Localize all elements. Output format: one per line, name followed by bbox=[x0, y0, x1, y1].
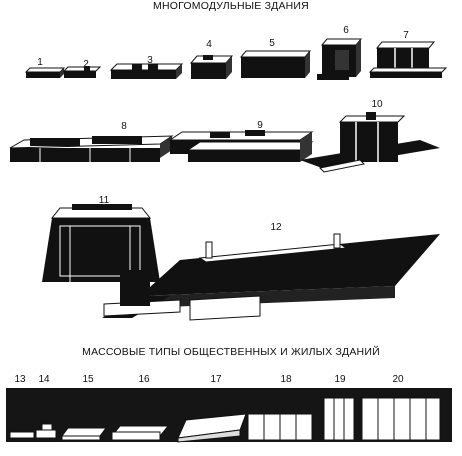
figure-number-1: 1 bbox=[37, 57, 43, 68]
building-4 bbox=[189, 55, 234, 79]
figure-number-18: 18 bbox=[280, 374, 292, 385]
building-9 bbox=[168, 130, 314, 162]
figure-number-17: 17 bbox=[210, 374, 222, 385]
figure-number-9: 9 bbox=[257, 120, 263, 131]
building-2 bbox=[62, 66, 102, 78]
building-3 bbox=[109, 63, 184, 79]
building-7 bbox=[368, 41, 448, 78]
building-20 bbox=[361, 397, 441, 441]
figure-number-20: 20 bbox=[392, 374, 404, 385]
figure-number-10: 10 bbox=[371, 99, 383, 110]
building-13 bbox=[9, 431, 35, 439]
building-11 bbox=[42, 204, 160, 282]
building-19 bbox=[323, 397, 355, 441]
figure-number-4: 4 bbox=[206, 39, 212, 50]
bottom-caption: МАССОВЫЕ ТИПЫ ОБЩЕСТВЕННЫХ И ЖИЛЫХ ЗДАНИ… bbox=[82, 346, 380, 358]
building-15 bbox=[61, 427, 107, 441]
figure-number-19: 19 bbox=[334, 374, 346, 385]
figure-number-5: 5 bbox=[269, 38, 275, 49]
figure-number-11: 11 bbox=[98, 195, 110, 206]
figure-number-8: 8 bbox=[121, 121, 127, 132]
figure-number-16: 16 bbox=[138, 374, 150, 385]
building-16 bbox=[110, 425, 170, 441]
figure-number-2: 2 bbox=[83, 59, 89, 70]
building-12 bbox=[102, 233, 440, 321]
building-17 bbox=[177, 413, 247, 443]
building-1 bbox=[24, 67, 66, 78]
building-6 bbox=[317, 38, 363, 80]
building-8 bbox=[9, 135, 174, 162]
building-10 bbox=[300, 112, 440, 173]
figure-number-12: 12 bbox=[270, 222, 282, 233]
figure-number-14: 14 bbox=[38, 374, 50, 385]
figure-number-6: 6 bbox=[343, 25, 349, 36]
figure-number-3: 3 bbox=[147, 55, 153, 66]
building-18 bbox=[247, 413, 313, 441]
figure-number-7: 7 bbox=[403, 30, 409, 41]
top-caption: МНОГОМОДУЛЬНЫЕ ЗДАНИЯ bbox=[153, 0, 309, 12]
figure-number-13: 13 bbox=[14, 374, 26, 385]
building-14 bbox=[35, 423, 57, 439]
figure-number-15: 15 bbox=[82, 374, 94, 385]
building-5 bbox=[239, 50, 312, 78]
